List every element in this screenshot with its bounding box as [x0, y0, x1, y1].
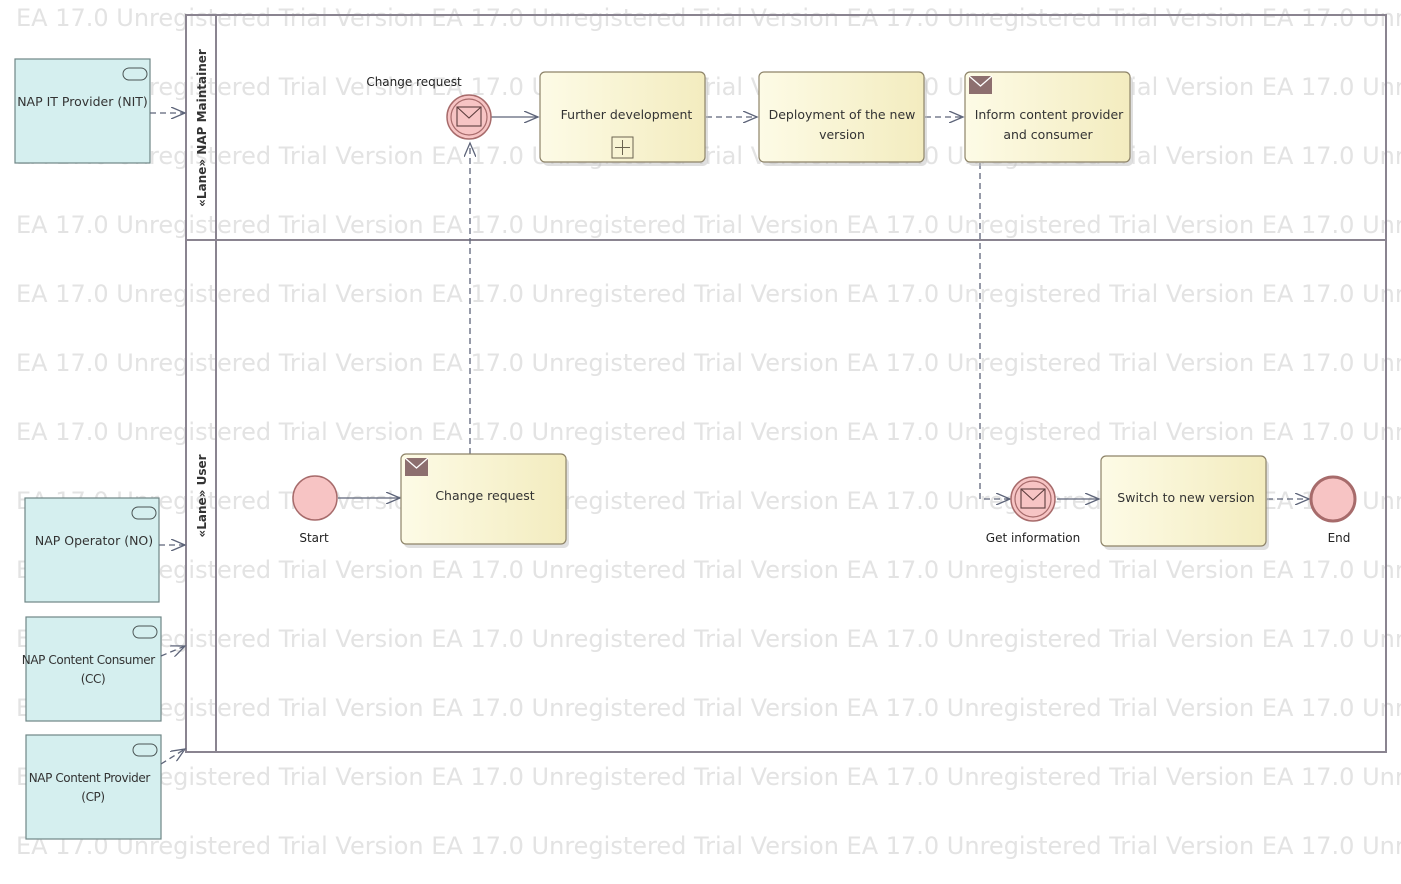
actor-nap-content-provider-label: NAP Content Provider (CP) [29, 771, 154, 804]
task-inform-label: Inform content provider and consumer [975, 107, 1128, 142]
actor-symbol-icon [131, 506, 157, 520]
send-task-envelope-icon [968, 75, 993, 94]
connector-inform-to-getinfo[interactable] [979, 163, 1010, 499]
start-event-label: Start [299, 531, 329, 545]
send-task-envelope-icon [404, 457, 429, 476]
start-event[interactable] [292, 475, 338, 521]
pool[interactable] [185, 14, 1387, 753]
lane-label-maintainer: «Lane» NAP Maintainer [195, 49, 209, 207]
actor-symbol-icon [122, 67, 148, 81]
end-event-label: End [1328, 531, 1351, 545]
get-information-message-event[interactable] [1010, 476, 1056, 522]
task-deployment-label: Deployment of the new version [769, 107, 920, 142]
connector-cp-to-pool[interactable] [160, 749, 185, 765]
task-change-request-label: Change request [435, 488, 534, 503]
task-further-development[interactable]: Further development [539, 71, 708, 166]
task-further-development-label: Further development [561, 107, 693, 122]
actor-nap-it-provider-label: NAP IT Provider (NIT) [17, 94, 148, 109]
task-switch-version-label: Switch to new version [1117, 490, 1254, 505]
envelope-icon [1020, 488, 1046, 509]
subprocess-plus-icon [611, 136, 634, 159]
actor-nap-it-provider[interactable]: NAP IT Provider (NIT) [14, 58, 151, 164]
envelope-icon [456, 106, 482, 127]
task-deployment[interactable]: Deployment of the new version [758, 71, 927, 166]
change-request-event-label: Change request [366, 75, 462, 89]
end-event[interactable] [1309, 475, 1357, 523]
actor-symbol-icon [132, 625, 158, 639]
actor-nap-content-consumer-label: NAP Content Consumer (CC) [22, 653, 158, 686]
actor-nap-content-consumer[interactable]: NAP Content Consumer (CC) [22, 616, 162, 722]
get-information-event-label: Get information [986, 531, 1080, 545]
actor-symbol-icon [132, 743, 158, 757]
task-switch-version[interactable]: Switch to new version [1100, 455, 1269, 550]
task-inform[interactable]: Inform content provider and consumer [964, 71, 1133, 166]
actor-nap-operator-label: NAP Operator (NO) [35, 533, 153, 548]
change-request-message-event[interactable] [446, 94, 492, 140]
lane-label-user: «Lane» User [195, 454, 209, 537]
connector-cc-to-pool[interactable] [160, 646, 185, 656]
task-change-request[interactable]: Change request [400, 453, 569, 548]
actor-nap-content-provider[interactable]: NAP Content Provider (CP) [25, 734, 162, 840]
actor-nap-operator[interactable]: NAP Operator (NO) [24, 497, 160, 603]
